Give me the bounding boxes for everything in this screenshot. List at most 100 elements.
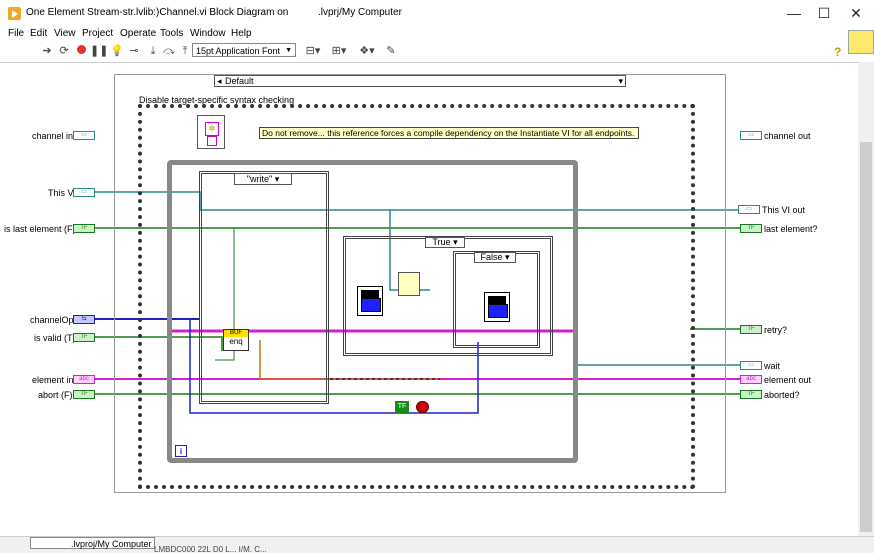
case-selector-write[interactable]: "write" ▾ [234,173,292,185]
connector-pane-icon [207,136,217,146]
case-structure-outer[interactable] [114,74,726,493]
wire-is-valid[interactable] [95,336,223,351]
align-objects-icon[interactable]: ⊟▾ [305,45,321,57]
terminal-is-last-element[interactable]: TF [73,224,95,233]
menu-edit[interactable]: Edit [30,28,48,39]
reorder-icon[interactable]: ❖▾ [359,45,375,57]
case-decrement-icon[interactable]: ◂ [217,76,222,86]
vi-reference-icon[interactable]: ✲ [197,115,225,149]
case-structure-write[interactable] [199,171,329,404]
subvi-icon-block [488,296,506,306]
terminal-element-out[interactable]: abc [740,375,762,384]
font-select[interactable]: 15pt Application Font ▼ [192,43,296,57]
enqueue-node[interactable]: BUF enq [223,329,249,351]
terminal-channel-in[interactable]: ▭ [73,131,95,140]
cleanup-diagram-icon[interactable]: ✎ [386,45,396,57]
retain-wire-values-icon[interactable]: ⊸ [129,45,139,57]
menu-project[interactable]: Project [82,28,114,39]
label-is-valid: is valid (T) [34,333,76,343]
maximize-button[interactable]: ☐ [817,5,831,21]
highlight-execution-icon[interactable]: 💡 [110,45,124,57]
wire-loop-blue[interactable] [189,320,479,414]
context-help-icon[interactable]: ? [834,45,842,59]
subvi-icon-left[interactable] [357,286,383,316]
label-channel-op: channelOp [30,315,74,325]
case-selector-false-value: False [480,252,503,262]
star-icon: ✲ [205,122,219,136]
abort-icon[interactable] [74,44,88,58]
menu-operate[interactable]: Operate [120,28,157,39]
label-element-in: element in [32,375,74,385]
terminal-this-vi[interactable]: ▭ [73,188,95,197]
terminal-last-element[interactable]: TF [740,224,762,233]
vertical-scrollbar[interactable] [858,62,874,536]
case-selector-default[interactable]: ◂ Default ▾ [214,75,626,87]
status-secondary: LMBDC000 22L D0 L... I/M. C... [154,545,267,552]
toolbar: ➔ ⟳ ❚❚ 💡 ⊸ ⤓ ⤼ ⤒ 15pt Application Font ▼… [0,41,874,63]
terminal-abort[interactable]: TF [73,390,95,399]
run-continuous-icon[interactable]: ⟳ [59,45,69,57]
enqueue-label: enq [229,337,243,346]
case-selector-value: Default [225,76,254,86]
label-channel-out: channel out [764,131,811,141]
case-selector-false[interactable]: False ▾ [474,252,516,263]
iteration-terminal: i [175,445,187,457]
label-aborted: aborted? [764,390,800,400]
status-project-path: .lvproj/My Computer [30,537,155,549]
true-constant[interactable]: TF [395,401,409,413]
terminal-this-vi-out[interactable]: ▭ [738,205,760,214]
label-wait: wait [764,361,781,371]
disable-structure-label: Disable target-specific syntax checking [139,95,295,105]
step-out-icon[interactable]: ⤒ [182,45,188,57]
terminal-element-in[interactable]: abc [73,375,95,384]
case-selector-true[interactable]: True ▾ [425,237,465,248]
font-select-value: 15pt Application Font [196,46,281,56]
menu-help[interactable]: Help [231,28,252,39]
close-button[interactable]: ✕ [850,5,862,21]
window-title-suffix: .lvprj/My Computer [318,7,402,18]
terminal-wait[interactable]: ▭ [740,361,762,370]
run-arrow-icon[interactable]: ➔ [42,45,52,57]
minimize-button[interactable]: — [787,5,801,21]
terminal-retry[interactable]: TF [740,325,762,334]
comment-note: Do not remove... this reference forces a… [259,127,639,139]
terminal-is-valid[interactable]: TF [73,333,95,342]
step-into-icon[interactable]: ⤓ [150,45,156,57]
terminal-channel-op[interactable]: ⇆ [73,315,95,324]
label-last-element: last element? [764,224,818,234]
vi-icon[interactable] [848,30,874,54]
function-node-icon[interactable] [398,272,420,296]
stop-terminal[interactable] [416,401,429,413]
vertical-scroll-thumb[interactable] [860,142,872,532]
case-selector-true-value: True [432,237,451,247]
pause-icon[interactable]: ❚❚ [90,45,109,57]
case-increment-icon[interactable]: ▾ [618,76,623,86]
label-is-last-element: is last element (F) [4,224,76,234]
menu-view[interactable]: View [54,28,76,39]
horizontal-scrollbar[interactable] [0,536,874,553]
terminal-aborted[interactable]: TF [740,390,762,399]
label-channel-in: channel in [32,131,74,141]
distribute-objects-icon[interactable]: ⊞▾ [331,45,347,57]
menu-window[interactable]: Window [190,28,226,39]
wire-inner-green[interactable] [215,228,235,361]
label-this-vi-out: This VI out [762,205,806,215]
labview-app-icon [8,7,21,20]
label-element-out: element out [764,375,812,385]
while-loop[interactable] [167,160,578,463]
label-retry: retry? [764,325,788,335]
terminal-channel-out[interactable]: ▭ [740,131,762,140]
step-over-icon[interactable]: ⤼ [163,45,175,57]
enqueue-header: BUF [224,330,248,337]
case-selector-write-value: "write" [246,174,273,184]
menu-bar: File Edit View Project Operate Tools Win… [0,27,874,41]
title-bar: One Element Stream-str.lvlib:)Channel.vi… [0,0,874,27]
menu-tools[interactable]: Tools [160,28,184,39]
window-title: One Element Stream-str.lvlib:)Channel.vi… [26,7,289,18]
menu-file[interactable]: File [8,28,25,39]
conditional-disable-structure[interactable] [138,104,695,489]
subvi-icon-right[interactable] [484,292,510,322]
subvi-icon-fill [361,298,381,312]
subvi-icon-fill [488,304,508,318]
label-this-vi: This VI [48,188,77,198]
